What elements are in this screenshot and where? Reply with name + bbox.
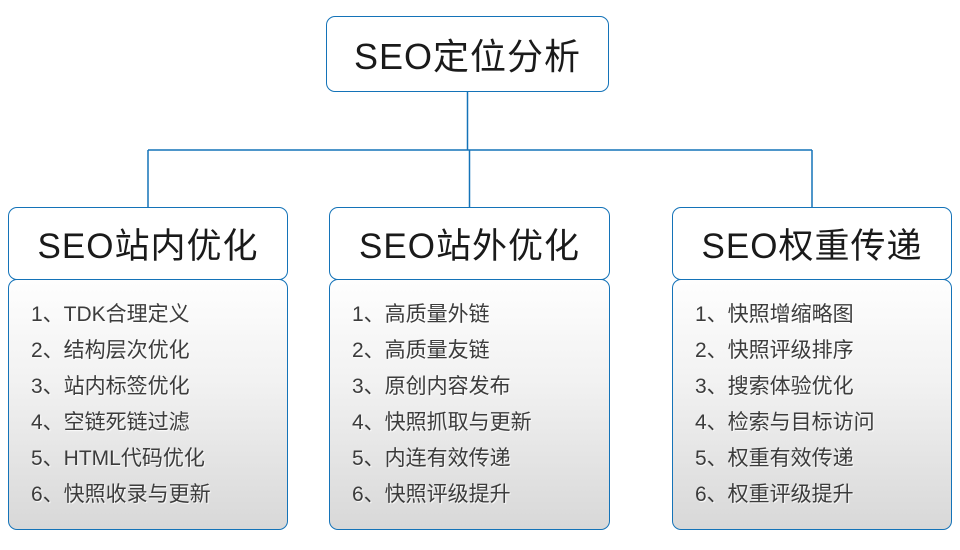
panel-offsite-header: SEO站外优化 bbox=[329, 207, 610, 280]
list-item: 5、内连有效传递 bbox=[352, 447, 511, 470]
panel-offsite-list: 1、高质量外链 2、高质量友链 3、原创内容发布 4、快照抓取与更新 5、内连有… bbox=[329, 279, 610, 530]
panel-onsite-list: 1、TDK合理定义 2、结构层次优化 3、站内标签优化 4、空链死链过滤 5、H… bbox=[8, 279, 288, 530]
list-item: 6、权重评级提升 bbox=[695, 483, 854, 506]
root-node-title: SEO定位分析 bbox=[353, 36, 582, 77]
list-item: 2、高质量友链 bbox=[352, 339, 490, 362]
list-item: 1、快照增缩略图 bbox=[695, 303, 854, 326]
panel-onsite-title: SEO站内优化 bbox=[37, 227, 259, 266]
panel-weight-transfer: SEO权重传递 1、快照增缩略图 2、快照评级排序 3、搜索体验优化 4、检索与… bbox=[672, 207, 952, 530]
list-item: 3、原创内容发布 bbox=[352, 375, 511, 398]
list-item: 1、高质量外链 bbox=[352, 303, 490, 326]
list-item: 6、快照评级提升 bbox=[352, 483, 511, 506]
list-item: 4、检索与目标访问 bbox=[695, 411, 875, 434]
panel-onsite-header: SEO站内优化 bbox=[8, 207, 288, 280]
panel-weight-list: 1、快照增缩略图 2、快照评级排序 3、搜索体验优化 4、检索与目标访问 5、权… bbox=[672, 279, 952, 530]
list-item: 5、权重有效传递 bbox=[695, 447, 854, 470]
list-item: 4、空链死链过滤 bbox=[31, 411, 190, 434]
panel-weight-title: SEO权重传递 bbox=[701, 227, 923, 266]
list-item: 3、站内标签优化 bbox=[31, 375, 190, 398]
list-item: 2、结构层次优化 bbox=[31, 339, 190, 362]
list-item: 3、搜索体验优化 bbox=[695, 375, 854, 398]
panel-offsite-title: SEO站外优化 bbox=[359, 227, 580, 266]
root-node-seo-positioning: SEO定位分析 bbox=[326, 16, 609, 92]
list-item: 1、TDK合理定义 bbox=[31, 303, 190, 326]
list-item: 5、HTML代码优化 bbox=[31, 447, 205, 470]
list-item: 4、快照抓取与更新 bbox=[352, 411, 532, 434]
panel-weight-header: SEO权重传递 bbox=[672, 207, 952, 280]
list-item: 2、快照评级排序 bbox=[695, 339, 854, 362]
panel-offsite-optimization: SEO站外优化 1、高质量外链 2、高质量友链 3、原创内容发布 4、快照抓取与… bbox=[329, 207, 610, 530]
list-item: 6、快照收录与更新 bbox=[31, 483, 211, 506]
panel-onsite-optimization: SEO站内优化 1、TDK合理定义 2、结构层次优化 3、站内标签优化 4、空链… bbox=[8, 207, 288, 530]
